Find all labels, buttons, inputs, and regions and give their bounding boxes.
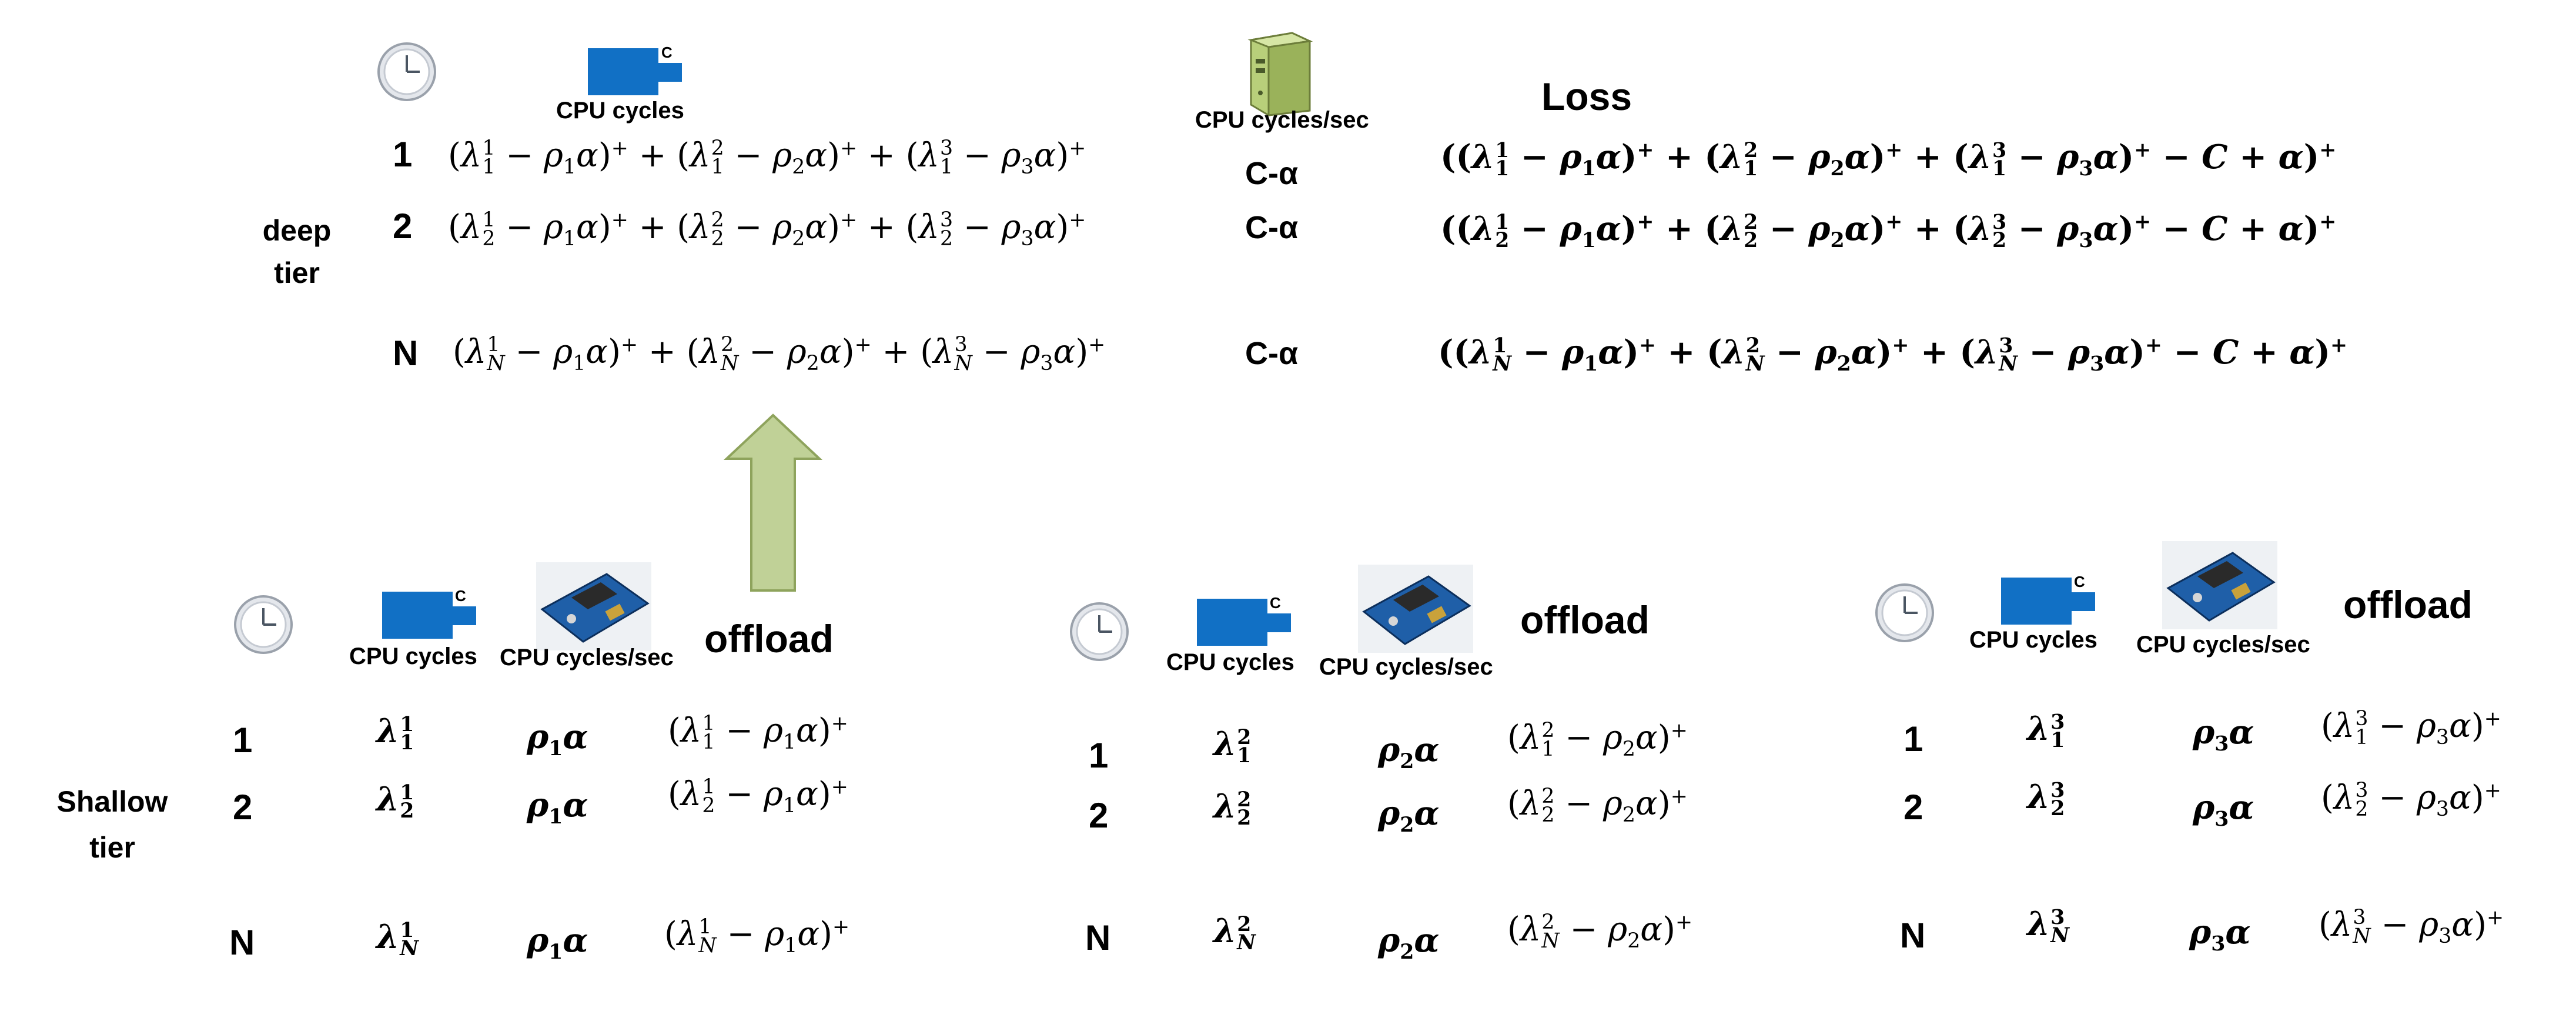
shallow-row-index: N <box>1085 918 1111 957</box>
up-arrow <box>723 413 823 592</box>
deep-tier-line2: tier <box>274 256 320 289</box>
deep-row-rate: C-α <box>1245 210 1299 245</box>
offload-label: offload <box>704 617 834 660</box>
shallow-tier-line2: tier <box>89 831 135 864</box>
board-icon <box>1358 565 1473 653</box>
camera-icon: C <box>382 587 488 639</box>
shallow-row-index: 2 <box>1089 796 1109 835</box>
offload-label: offload <box>2343 583 2473 626</box>
board-icon <box>2162 541 2277 629</box>
shallow-row-index: 1 <box>1903 719 1923 759</box>
deep-row-index: N <box>393 333 419 373</box>
deep-tier-line1: deep <box>262 214 332 247</box>
rho-cell: ρ1α <box>527 786 588 829</box>
rho-cell: ρ3α <box>2193 788 2254 832</box>
cpu-cycles-label: CPU cycles <box>556 98 684 124</box>
cpu-cycles-label: CPU cycles <box>1969 627 2097 653</box>
deep-tier-label: deep tier <box>259 209 335 294</box>
offload-label: offload <box>1520 598 1650 642</box>
clock-icon <box>1875 583 1934 642</box>
shallow-row-index: N <box>1900 916 1926 955</box>
deep-row-rate: C-α <box>1245 336 1299 371</box>
rho-cell: ρ2α <box>1378 921 1440 965</box>
cpu-cycles-label: CPU cycles <box>1166 649 1294 675</box>
rho-cell: ρ3α <box>2193 713 2254 756</box>
rho-cell: ρ3α <box>2189 913 2251 956</box>
shallow-tier-label: Shallow tier <box>45 779 180 870</box>
rho-cell: ρ2α <box>1378 794 1440 838</box>
server-icon <box>1247 32 1313 116</box>
board-icon <box>536 562 651 650</box>
shallow-row-index: 1 <box>1089 736 1109 775</box>
loss-header: Loss <box>1541 75 1632 118</box>
rate-label: CPU cycles/sec <box>2136 632 2310 658</box>
shallow-tier-line1: Shallow <box>56 785 168 818</box>
deep-row-index: 2 <box>393 206 413 246</box>
clock-icon <box>234 595 293 654</box>
camera-icon: C <box>1197 594 1303 646</box>
clock-icon <box>377 42 436 101</box>
camera-icon: C <box>2001 573 2107 625</box>
rate-label: CPU cycles/sec <box>1319 654 1493 680</box>
shallow-row-index: 1 <box>233 720 253 760</box>
rho-cell: ρ1α <box>527 921 588 965</box>
rho-cell: ρ2α <box>1378 730 1440 774</box>
shallow-row-index: 2 <box>1903 788 1923 827</box>
cpu-cycles-label: CPU cycles <box>349 643 477 669</box>
shallow-row-index: 2 <box>233 788 253 827</box>
camera-icon: C <box>588 44 694 95</box>
deep-row-rate: C-α <box>1245 156 1299 191</box>
deep-row-index: 1 <box>393 135 413 174</box>
rho-cell: ρ1α <box>527 718 588 761</box>
clock-icon <box>1070 602 1129 661</box>
shallow-row-index: N <box>229 923 255 962</box>
server-rate-label: CPU cycles/sec <box>1195 107 1369 133</box>
rate-label: CPU cycles/sec <box>500 645 674 670</box>
